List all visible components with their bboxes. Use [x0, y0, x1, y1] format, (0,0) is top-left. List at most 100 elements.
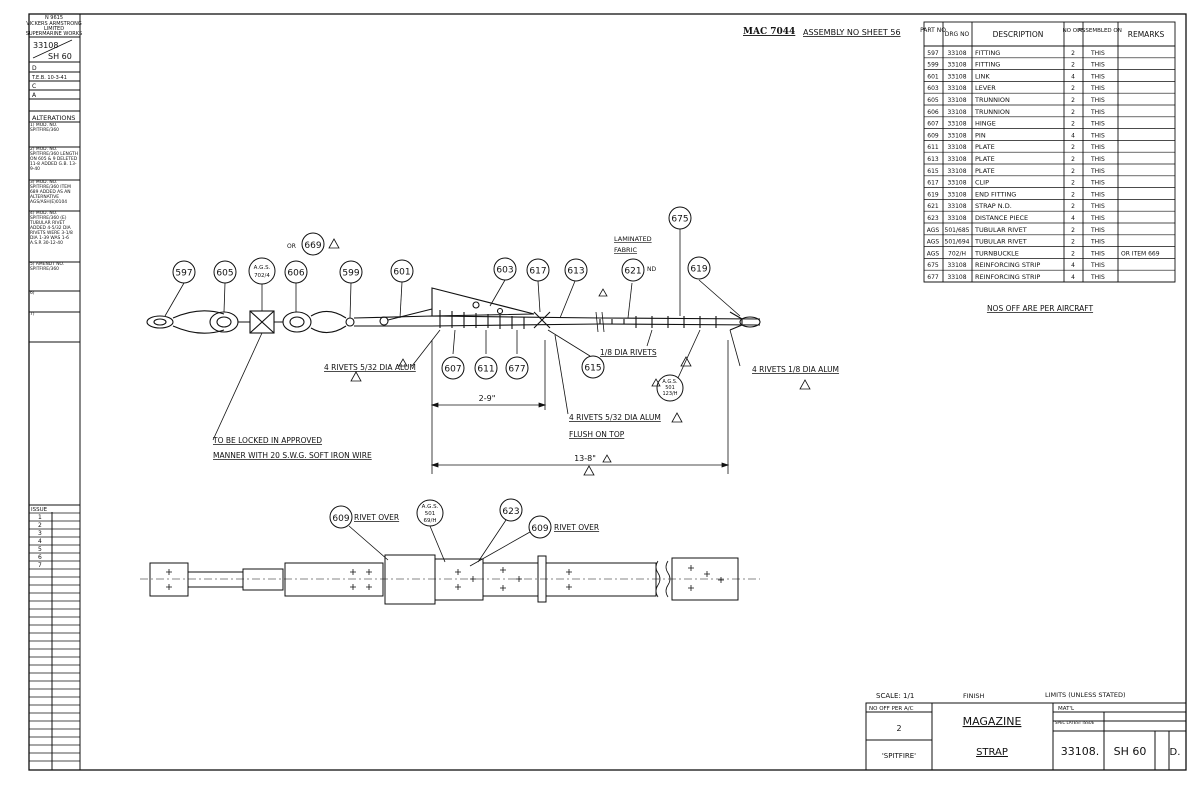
alteration-5: 5) AMENDT NO. SPITFIRE/360	[30, 262, 65, 272]
table-cell: THIS	[1090, 180, 1105, 187]
table-cell: 4	[1071, 215, 1075, 222]
table-cell: 619	[927, 191, 939, 198]
part-balloon-circle	[621, 258, 645, 282]
part-balloon-circle	[687, 256, 711, 280]
part-balloon-label: 601	[393, 268, 410, 278]
table-cell: THIS	[1090, 97, 1105, 104]
part-balloon-label: 619	[690, 265, 707, 275]
table-cell: THIS	[1090, 215, 1105, 222]
col-no-off: NO OFF	[1063, 28, 1084, 34]
plan-leaders	[348, 519, 531, 567]
table-cell: 33108	[947, 121, 966, 128]
table-cell: TRUNNION	[974, 108, 1010, 116]
table-cell: 33108	[947, 109, 966, 116]
drawing-sheet-ref: SH 60	[48, 52, 72, 61]
part-balloon-circle	[505, 356, 529, 380]
table-cell: 2	[1071, 156, 1075, 163]
sheet-number: N 9615	[45, 15, 63, 21]
plan-rivet-crosses	[166, 565, 724, 591]
note-rivets-right: 4 RIVETS 1/8 DIA ALUM	[752, 365, 839, 374]
plan-balloon-609b: 609	[531, 524, 548, 534]
table-cell: PLATE	[975, 143, 995, 151]
issue-mark-4: 4	[38, 538, 42, 545]
ags-123-line1: A.G.S.	[662, 379, 678, 385]
table-cell: 501/685	[945, 227, 970, 234]
table-cell: TRUNNION	[974, 96, 1010, 104]
alteration-2: 2) MOD. NO. SPITFIRE/360 LENGTH ON 605 &…	[30, 147, 79, 172]
table-cell: END FITTING	[975, 190, 1016, 198]
table-cell: TUBULAR RIVET	[974, 238, 1027, 246]
drawing-number: 33108.	[1061, 745, 1100, 758]
table-cell: THIS	[1090, 121, 1105, 128]
part-balloon-label: 605	[216, 269, 233, 279]
table-cell: LEVER	[975, 84, 996, 92]
alteration-6: 6)	[30, 291, 35, 296]
table-cell: 599	[927, 62, 939, 69]
table-cell: HINGE	[975, 120, 996, 128]
matl-label: MAT'L	[1058, 706, 1075, 712]
table-cell: FITTING	[975, 49, 1000, 57]
part-balloon-label: 599	[342, 269, 359, 279]
laminated-label-2: FABRIC	[614, 246, 637, 254]
ags-123-line2: 501	[665, 385, 675, 391]
table-cell: OR ITEM 669	[1121, 250, 1160, 257]
table-cell: 4	[1071, 274, 1075, 281]
ags-123-line3: 123/H	[663, 391, 678, 397]
table-cell: 2	[1071, 97, 1075, 104]
table-cell: 33108	[947, 132, 966, 139]
table-cell: 607	[927, 121, 939, 128]
note-flush: FLUSH ON TOP	[569, 430, 625, 439]
mac-number: MAC 7044	[743, 27, 795, 37]
limits-label: LIMITS (UNLESS STATED)	[1045, 691, 1126, 699]
ags-702-line2: 702/4	[254, 273, 270, 279]
rivet-over-left: RIVET OVER	[354, 513, 399, 522]
table-cell: THIS	[1090, 250, 1105, 257]
table-cell: 611	[927, 144, 939, 151]
part-balloon-label: 677	[508, 365, 525, 375]
company-line-1: VICKERS ARMSTRONG	[26, 21, 82, 27]
table-cell: DISTANCE PIECE	[975, 214, 1028, 222]
table-cell: THIS	[1090, 73, 1105, 80]
table-cell: THIS	[1090, 62, 1105, 69]
dimension-lines	[430, 340, 730, 474]
table-cell: THIS	[1090, 85, 1105, 92]
table-cell: 2	[1071, 191, 1075, 198]
table-cell: 617	[927, 180, 939, 187]
ags-702-line1: A.G.S.	[254, 265, 271, 271]
alteration-1: 1) MOD. NO. SPITFIRE/360	[30, 123, 59, 133]
table-cell: 33108	[947, 203, 966, 210]
table-cell: 606	[927, 109, 939, 116]
issue-grid	[29, 512, 80, 762]
table-cell: 702/H	[948, 250, 966, 257]
company-line-3: SUPERMARINE WORKS	[26, 31, 82, 37]
note-locked-2: MANNER WITH 20 S.W.G. SOFT IRON WIRE	[213, 451, 372, 460]
alterations-list: 1) MOD. NO. SPITFIRE/360 2) MOD. NO. SPI…	[30, 123, 79, 317]
table-cell: THIS	[1090, 109, 1105, 116]
part-balloon-label: 617	[529, 267, 546, 277]
table-cell: THIS	[1090, 239, 1105, 246]
part-balloon-circle	[441, 356, 465, 380]
table-cell: 4	[1071, 132, 1075, 139]
part-balloon-label: 621	[624, 267, 641, 277]
table-cell: 33108	[947, 262, 966, 269]
part-balloon-circle	[581, 355, 605, 379]
issue-mark-3: 3	[38, 530, 42, 537]
part-balloon-label: 606	[287, 269, 304, 279]
col-part-no: PART NO	[920, 27, 946, 34]
table-note: NOS OFF ARE PER AIRCRAFT	[987, 304, 1094, 313]
drawing-ref: 33108	[33, 41, 58, 50]
issue-mark-1: 1	[38, 514, 42, 521]
table-cell: 33108	[947, 85, 966, 92]
table-cell: 623	[927, 215, 939, 222]
part-balloon-circle	[564, 258, 588, 282]
table-cell: TURNBUCKLE	[974, 249, 1019, 257]
col-drg-no: DRG NO	[945, 31, 970, 38]
table-cell: 33108	[947, 156, 966, 163]
company-line-2: LIMITED	[44, 26, 64, 32]
part-balloon-label: 613	[567, 267, 584, 277]
table-cell: 609	[927, 132, 939, 139]
dim-13-8: 13-8"	[574, 454, 596, 463]
table-cell: FITTING	[975, 61, 1000, 69]
drawing-title-1: MAGAZINE	[963, 715, 1022, 728]
